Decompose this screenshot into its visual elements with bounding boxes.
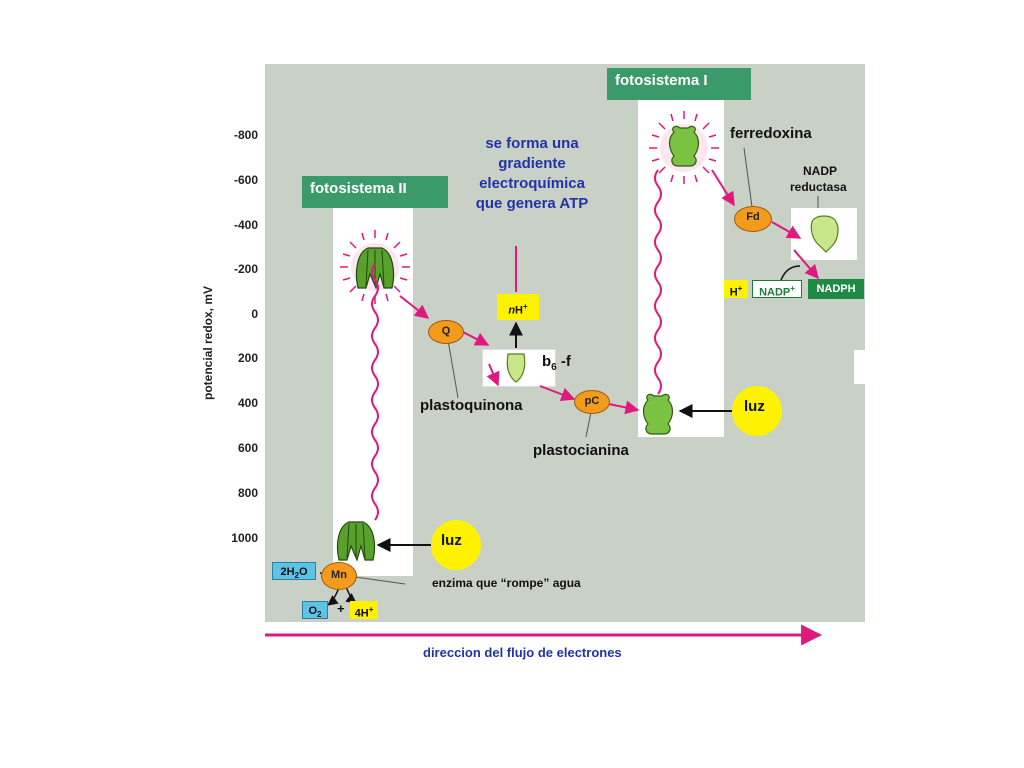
h-plus: H — [729, 286, 738, 299]
luz-label-psii: luz — [441, 532, 462, 549]
nadph-box: NADPH — [808, 279, 864, 299]
luz-sun-psi — [732, 386, 782, 436]
b6f-icon — [506, 353, 526, 383]
nh-plus-box: nH+ — [497, 294, 539, 320]
axis-tick: 1000 — [231, 531, 258, 545]
q-carrier: Q — [428, 320, 464, 344]
gradient-note-line: se forma una — [485, 135, 579, 152]
nadp-plus: NADP — [759, 286, 791, 299]
nadp-plus-sup: + — [790, 284, 795, 293]
psi-ground-icon — [642, 393, 674, 435]
water-sub: 2 — [294, 571, 299, 581]
h-plus-box: H+ — [724, 280, 748, 299]
panel-notch — [854, 350, 868, 384]
fd-carrier: Fd — [734, 206, 772, 232]
o2-o: O — [308, 605, 318, 617]
axis-tick: 600 — [237, 441, 258, 455]
psi-excitation-wave — [654, 169, 662, 395]
axis-tick: 0 — [251, 307, 258, 321]
flow-direction-label: direccion del flujo de electrones — [423, 645, 622, 660]
o2-box: O2 — [302, 601, 328, 619]
nadph: NADPH — [816, 283, 856, 295]
axis-tick: 400 — [237, 396, 258, 410]
nadp-plus-box: NADP+ — [752, 280, 802, 299]
nh-n: n — [508, 304, 516, 317]
water-box: 2H2O — [272, 562, 316, 580]
four-h-box: 4H+ — [350, 601, 378, 620]
four-h: 4H — [354, 607, 369, 620]
nadp-reductasa-label-2: reductasa — [790, 180, 847, 194]
axis-tick: -800 — [233, 128, 258, 142]
psi-excited-icon — [668, 125, 700, 167]
luz-sun-psii — [431, 520, 481, 570]
nadp-reductasa-label-1: NADP — [803, 164, 838, 178]
axis-tick: -200 — [233, 262, 258, 276]
b6f-suffix: -f — [556, 353, 571, 370]
gradient-note: se forma una gradiente electroquímica qu… — [452, 134, 612, 214]
nadp-reductase-icon — [810, 215, 839, 253]
axis-tick: -400 — [233, 218, 258, 232]
b6f-label: b6 -f — [542, 353, 571, 373]
photosystem-ii-title: fotosistema II — [302, 176, 448, 208]
b6f-sub: 6 — [551, 362, 557, 373]
electron-path — [399, 169, 819, 415]
four-h-plus: + — [368, 605, 374, 614]
pc-carrier: pC — [574, 390, 610, 414]
luz-label-psi: luz — [744, 398, 765, 415]
psii-ground-icon — [336, 521, 376, 562]
axis-tick: 200 — [237, 351, 258, 365]
gradient-note-line: que genera ATP — [475, 195, 589, 212]
nh-plus: + — [523, 302, 528, 311]
mn-cluster: Mn — [321, 562, 357, 590]
b6f-b: b — [542, 353, 552, 370]
o2-sub: 2 — [317, 610, 322, 620]
axis-tick: -600 — [233, 173, 258, 187]
water-h: 2H — [280, 566, 295, 578]
psii-excitation-wave — [371, 263, 379, 521]
axis-tick: 800 — [237, 486, 258, 500]
plastocianina-label: plastocianina — [533, 442, 629, 459]
gradient-note-line: gradiente — [498, 155, 566, 172]
gradient-note-line: electroquímica — [479, 175, 585, 192]
ferredoxina-label: ferredoxina — [730, 125, 812, 142]
plus-sign: + — [337, 601, 345, 616]
plastoquinona-label: plastoquinona — [420, 397, 523, 414]
nh-h: H — [515, 304, 523, 317]
psii-excited-icon — [355, 247, 395, 290]
label-pointers — [354, 147, 819, 585]
water-o: O — [298, 566, 308, 578]
psi-excited-glow — [649, 111, 719, 184]
enzima-label: enzima que “rompe” agua — [432, 576, 581, 590]
h-plus-sup: + — [737, 284, 743, 293]
photosystem-i-title: fotosistema I — [607, 68, 751, 100]
